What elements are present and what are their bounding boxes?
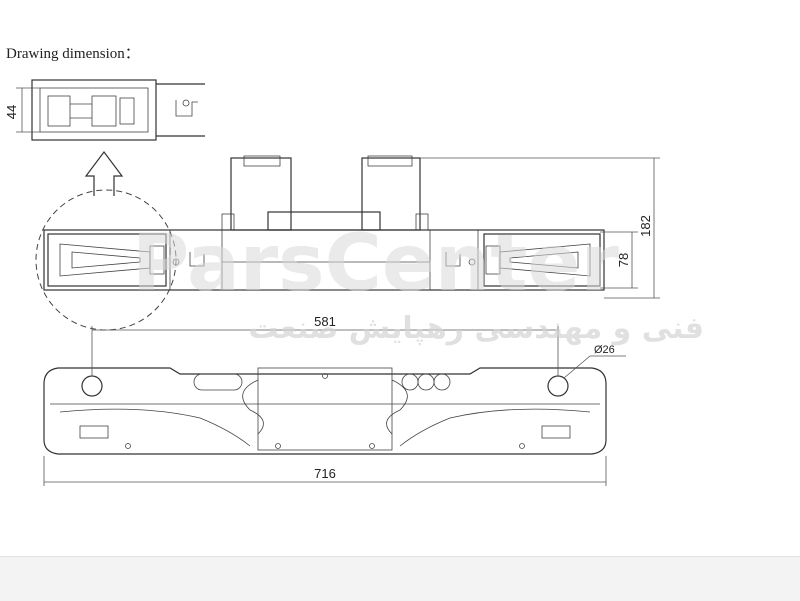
watermark: ParsCenter فنی و مهندسی رهپایش صنعت xyxy=(132,219,704,346)
dim-716-label: 716 xyxy=(314,466,336,481)
front-view: 581 Ø26 716 xyxy=(43,314,626,486)
dim-44-label: 44 xyxy=(4,105,19,119)
drawing-title: Drawing dimension： xyxy=(6,46,140,62)
dim-78-label: 78 xyxy=(616,253,631,267)
detail-view: 44 xyxy=(4,79,205,141)
dim-182-label: 182 xyxy=(638,215,653,237)
watermark-latin: ParsCenter xyxy=(132,219,619,309)
technical-drawing: 44 xyxy=(4,79,704,486)
dim-hole-diameter-label: Ø26 xyxy=(594,344,615,356)
watermark-persian: فنی و مهندسی رهپایش صنعت xyxy=(248,311,704,346)
dim-581-label: 581 xyxy=(314,314,336,329)
footer-bar xyxy=(0,556,800,601)
detail-arrow xyxy=(84,151,124,196)
top-view: 182 78 xyxy=(35,155,660,331)
